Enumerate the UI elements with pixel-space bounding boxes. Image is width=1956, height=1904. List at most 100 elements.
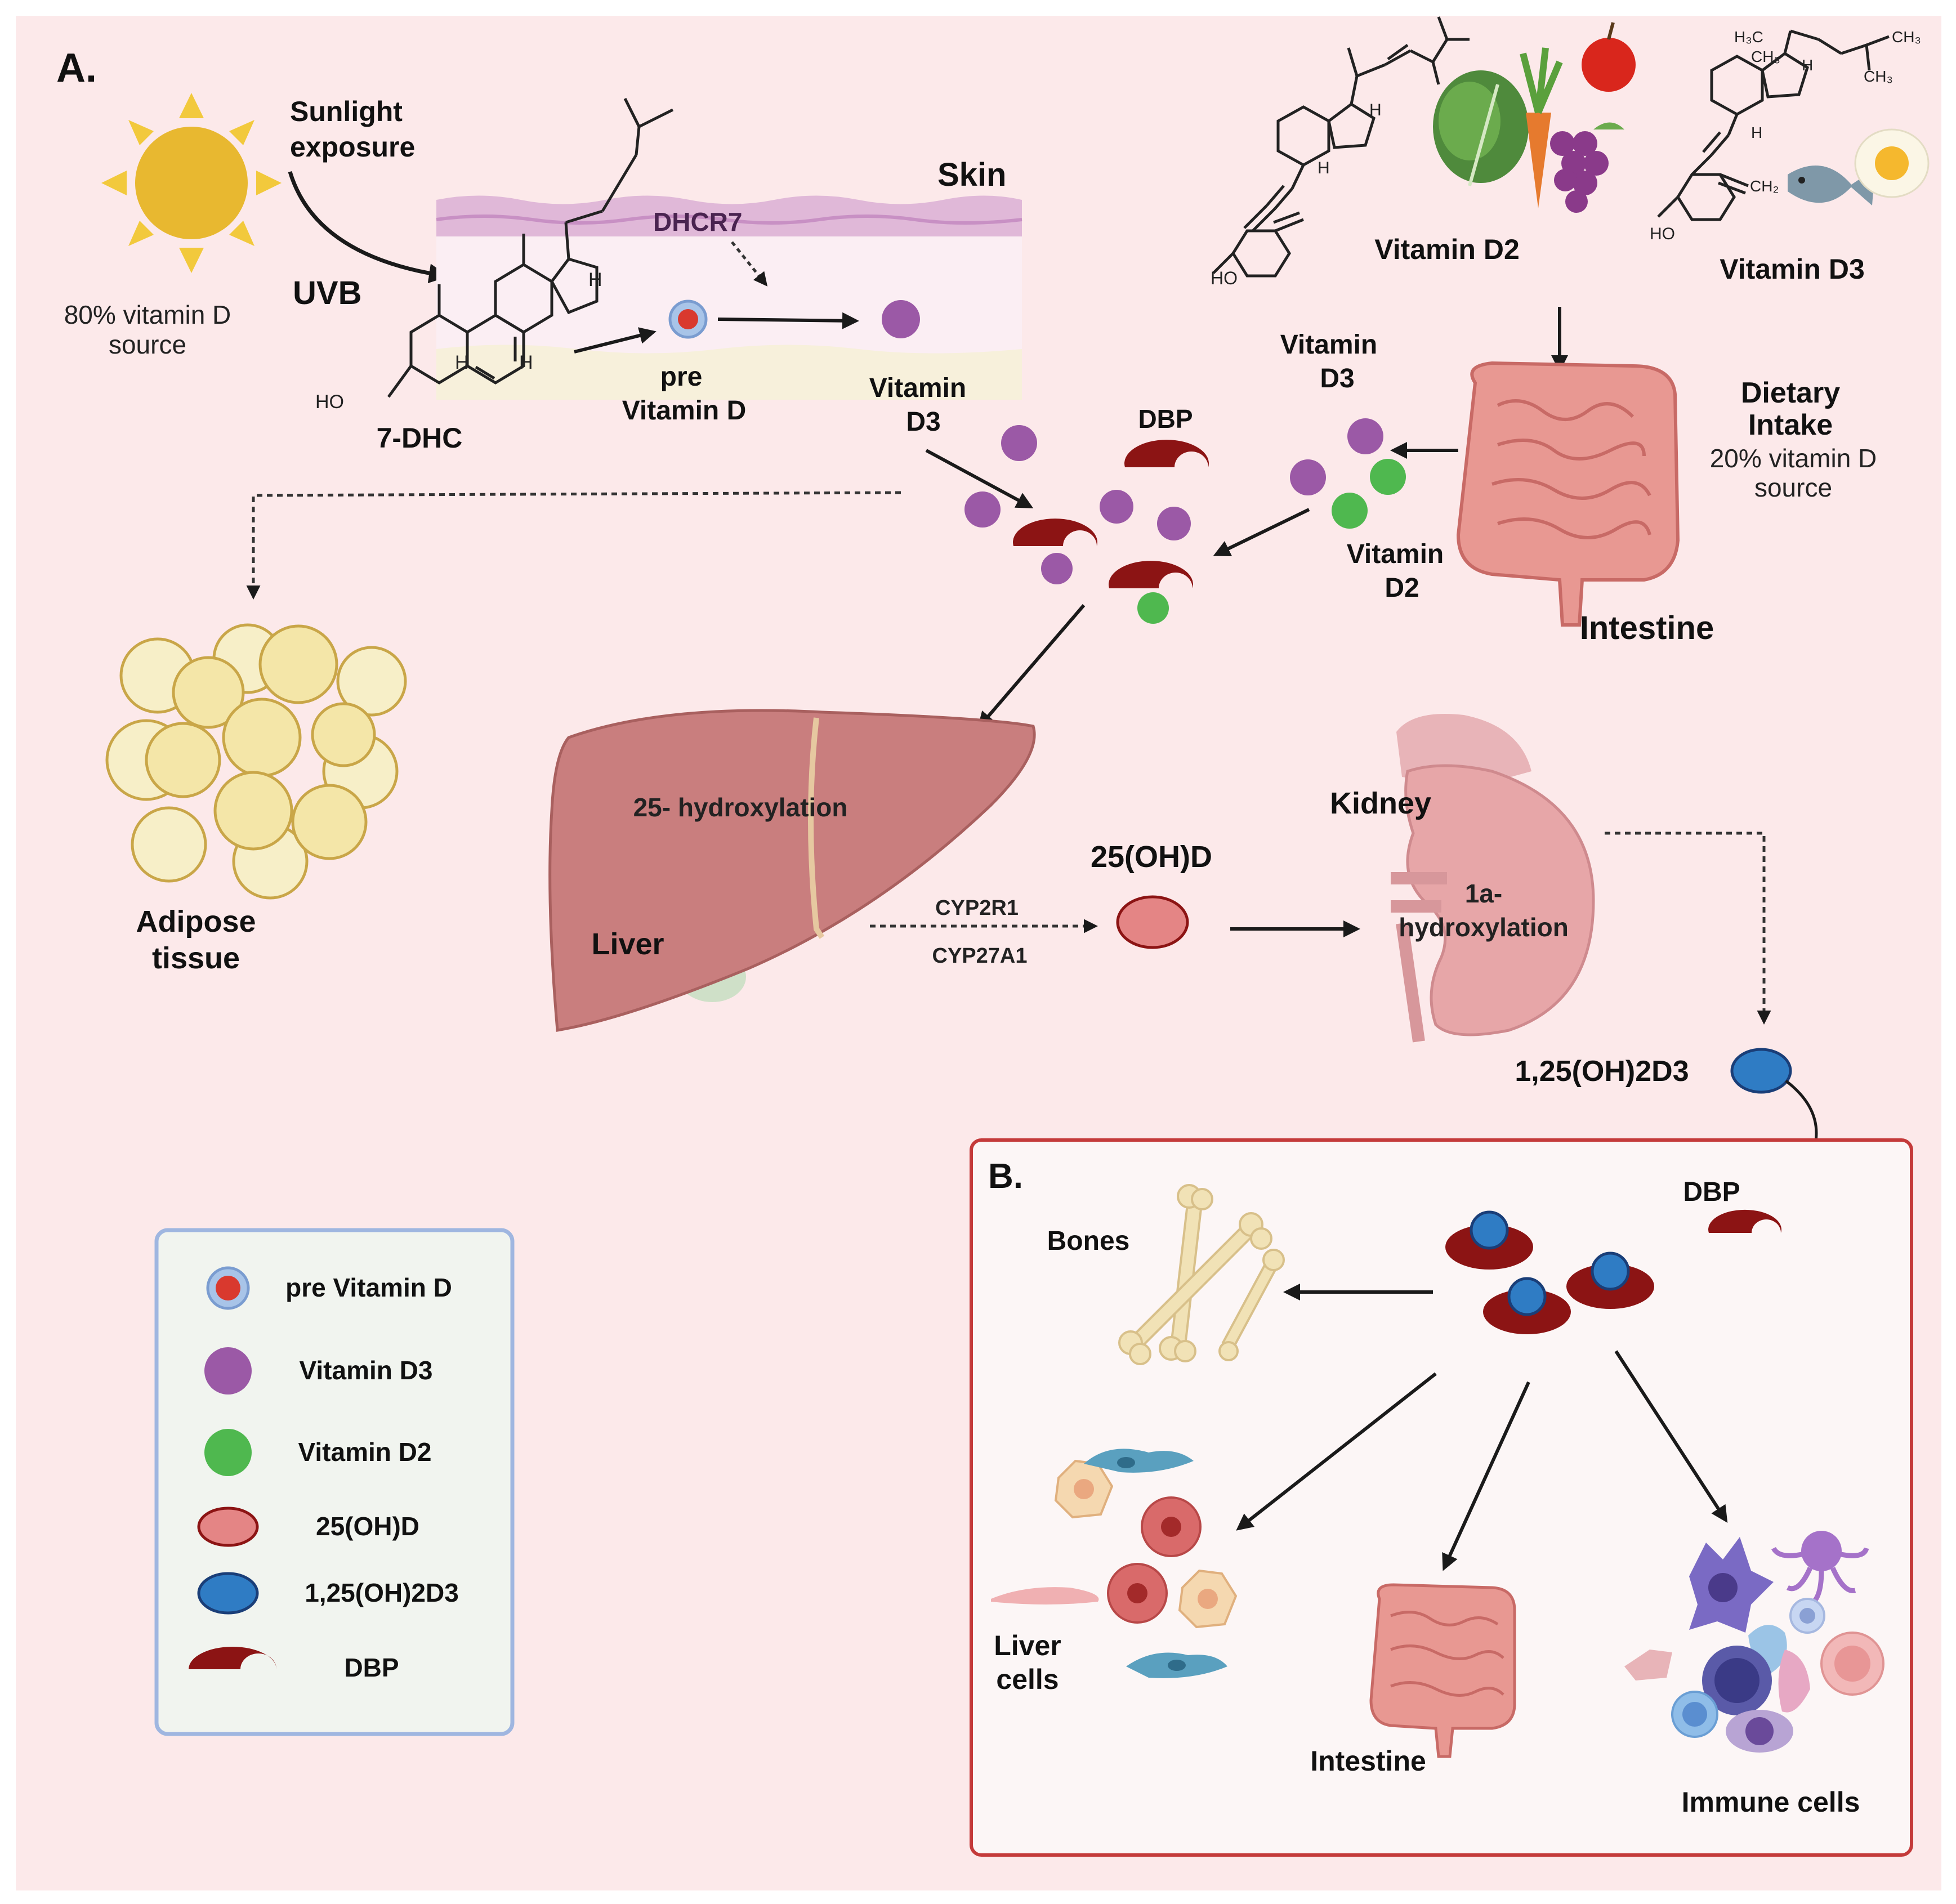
dietary-vitamin-d3-label-2: D3	[1320, 364, 1354, 394]
kidney-illustration	[1391, 714, 1595, 1043]
uvb-label: UVB	[293, 275, 361, 311]
pre-vitamin-d-label-1: pre	[660, 362, 703, 392]
blood-vitamin-d3-molecule-4	[1157, 507, 1191, 540]
vitamin-d3-chem-h3c: H₃C	[1734, 28, 1763, 46]
7-dhc-label: 7-DHC	[377, 422, 463, 454]
skin-layer-illustration	[436, 195, 1022, 400]
sun-icon	[101, 93, 282, 273]
dietary-vitamin-d3-label-1: Vitamin	[1280, 330, 1378, 360]
dietary-vitamin-d2-label-1: Vitamin	[1347, 539, 1444, 569]
vitamin-d3-h-text-1: H	[1802, 56, 1813, 74]
dbp-bound-d3-molecule	[1041, 553, 1073, 584]
calcidiol-label: 25(OH)D	[1091, 840, 1212, 874]
panel-b-intestine-illustration	[1369, 1583, 1516, 1758]
dhcr7-label: DHCR7	[653, 207, 742, 236]
legend-calcitriol-label: 1,25(OH)2D3	[305, 1578, 459, 1607]
vitamin-d3-structure	[1657, 29, 1890, 221]
panel-a-label: A.	[56, 46, 97, 91]
bones-label: Bones	[1047, 1226, 1130, 1256]
dbp-calcitriol-complex-1	[1445, 1210, 1533, 1270]
blood-to-liver-arrow	[977, 604, 1086, 729]
panel-b-box	[970, 1138, 1913, 1857]
complex-to-immune-cells-arrow	[1614, 1350, 1728, 1523]
dietary-vitamin-d2-molecule-1	[1370, 459, 1406, 495]
dietary-vitamin-d3-molecule-1	[1347, 418, 1383, 454]
kidney-process-label-1: 1a-	[1465, 879, 1502, 908]
dbp-calcitriol-complex-3	[1483, 1277, 1571, 1334]
intestine-label: Intestine	[1580, 610, 1714, 646]
liver-illustration	[548, 709, 1036, 1032]
dietary-percent-1: 20% vitamin D	[1710, 444, 1877, 473]
sunlight-percent-1: 80% vitamin D	[64, 300, 231, 329]
liver-label: Liver	[591, 927, 664, 961]
legend-vitamin-d3-symbol	[204, 1347, 252, 1395]
adipose-tissue-illustration	[105, 623, 407, 900]
panel-b-dbp-label: DBP	[1683, 1177, 1740, 1207]
skin-vitamin-d3-label-1: Vitamin	[869, 373, 967, 403]
vitamin-d2-food-label: Vitamin D2	[1374, 234, 1520, 265]
skin-label: Skin	[937, 157, 1007, 193]
legend-calcidiol-label: 25(OH)D	[316, 1512, 419, 1541]
7-dhc-ho-text: HO	[315, 391, 344, 413]
7-dhc-structure	[387, 97, 674, 398]
legend-dbp-symbol	[189, 1647, 276, 1669]
panel-b-free-dbp-protein	[1708, 1209, 1781, 1233]
vitamin-d2-ho-text: HO	[1211, 268, 1238, 288]
sunlight-percent-2: source	[109, 330, 186, 359]
dietary-to-blood-arrow	[1213, 508, 1310, 557]
liver-cells-label-2: cells	[996, 1664, 1059, 1695]
complex-to-liver-cells-arrow	[1236, 1372, 1437, 1531]
calcitriol-molecule	[1730, 1048, 1792, 1094]
panel-b-intestine-label: Intestine	[1310, 1745, 1426, 1777]
vitamin-d3-food-label: Vitamin D3	[1720, 253, 1865, 285]
free-dbp-protein	[1124, 440, 1209, 467]
liver-cells-label-1: Liver	[994, 1630, 1061, 1661]
immune-cells-label: Immune cells	[1682, 1786, 1860, 1818]
panel-b-label: B.	[988, 1157, 1023, 1196]
calcitriol-label: 1,25(OH)2D3	[1515, 1055, 1689, 1088]
7-dhc-h-text-1: H	[455, 352, 469, 373]
legend-vitamin-d2-symbol	[204, 1429, 252, 1476]
kidney-to-calcitriol-dashed-arrow	[1605, 832, 1771, 1025]
dbp-bound-d3-protein	[1013, 519, 1098, 546]
calcidiol-molecule	[1116, 895, 1189, 949]
liver-enzyme-1: CYP2R1	[935, 896, 1019, 920]
vitamin-d3-chem-ch2: CH₂	[1750, 177, 1779, 195]
vitamin-d2-h-text-2: H	[1318, 159, 1330, 177]
liver-process-label: 25- hydroxylation	[633, 793, 848, 822]
vitamin-d3-chem-ch3-c: CH₃	[1864, 68, 1893, 85]
legend-pre-vitamin-d-label: pre Vitamin D	[285, 1273, 452, 1302]
complex-to-intestine-arrow	[1442, 1381, 1530, 1571]
legend-calcidiol-symbol	[197, 1507, 259, 1547]
legend-vitamin-d2-label: Vitamin D2	[298, 1437, 432, 1467]
vegetables-fruit-icon	[1433, 22, 1636, 213]
blood-vitamin-d3-molecule-2	[964, 491, 1001, 528]
dietary-intake-title-1: Dietary	[1741, 377, 1840, 409]
skin-vitamin-d3-molecule	[882, 300, 920, 338]
7-dhc-h-text-2: H	[519, 352, 533, 373]
immune-cells-illustration	[1624, 1531, 1884, 1753]
previtamin-to-d3-arrow	[717, 312, 859, 329]
blood-dbp-label: DBP	[1138, 404, 1193, 433]
dhcr7-arrow	[731, 241, 768, 287]
7dhc-to-previtamin-arrow	[574, 327, 657, 354]
liver-enzyme-2: CYP27A1	[932, 944, 1028, 968]
vitamin-d2-structure	[1212, 16, 1470, 278]
7-dhc-h-text-3: H	[588, 269, 602, 290]
dietary-intake-title-2: Intake	[1748, 409, 1833, 441]
vitamin-d2-h-text-1: H	[1369, 101, 1382, 119]
vitamin-d3-ho-text: HO	[1650, 225, 1675, 243]
fish-egg-icon	[1788, 128, 1930, 205]
skin-to-blood-arrow	[925, 449, 1034, 508]
dietary-percent-2: source	[1754, 473, 1832, 502]
legend-pre-vitamin-d-symbol	[206, 1266, 250, 1310]
sunlight-title-2: exposure	[290, 131, 415, 163]
dbp-calcitriol-complex-2	[1566, 1252, 1654, 1309]
vitamin-d3-chem-ch3-b: CH₃	[1751, 48, 1780, 65]
blood-to-adipose-dashed-arrow	[246, 491, 901, 600]
adipose-label-2: tissue	[152, 941, 240, 975]
adipose-label-1: Adipose	[136, 905, 256, 938]
dbp-bound-d2-protein	[1109, 561, 1193, 588]
dietary-vitamin-d3-molecule-2	[1290, 459, 1326, 495]
